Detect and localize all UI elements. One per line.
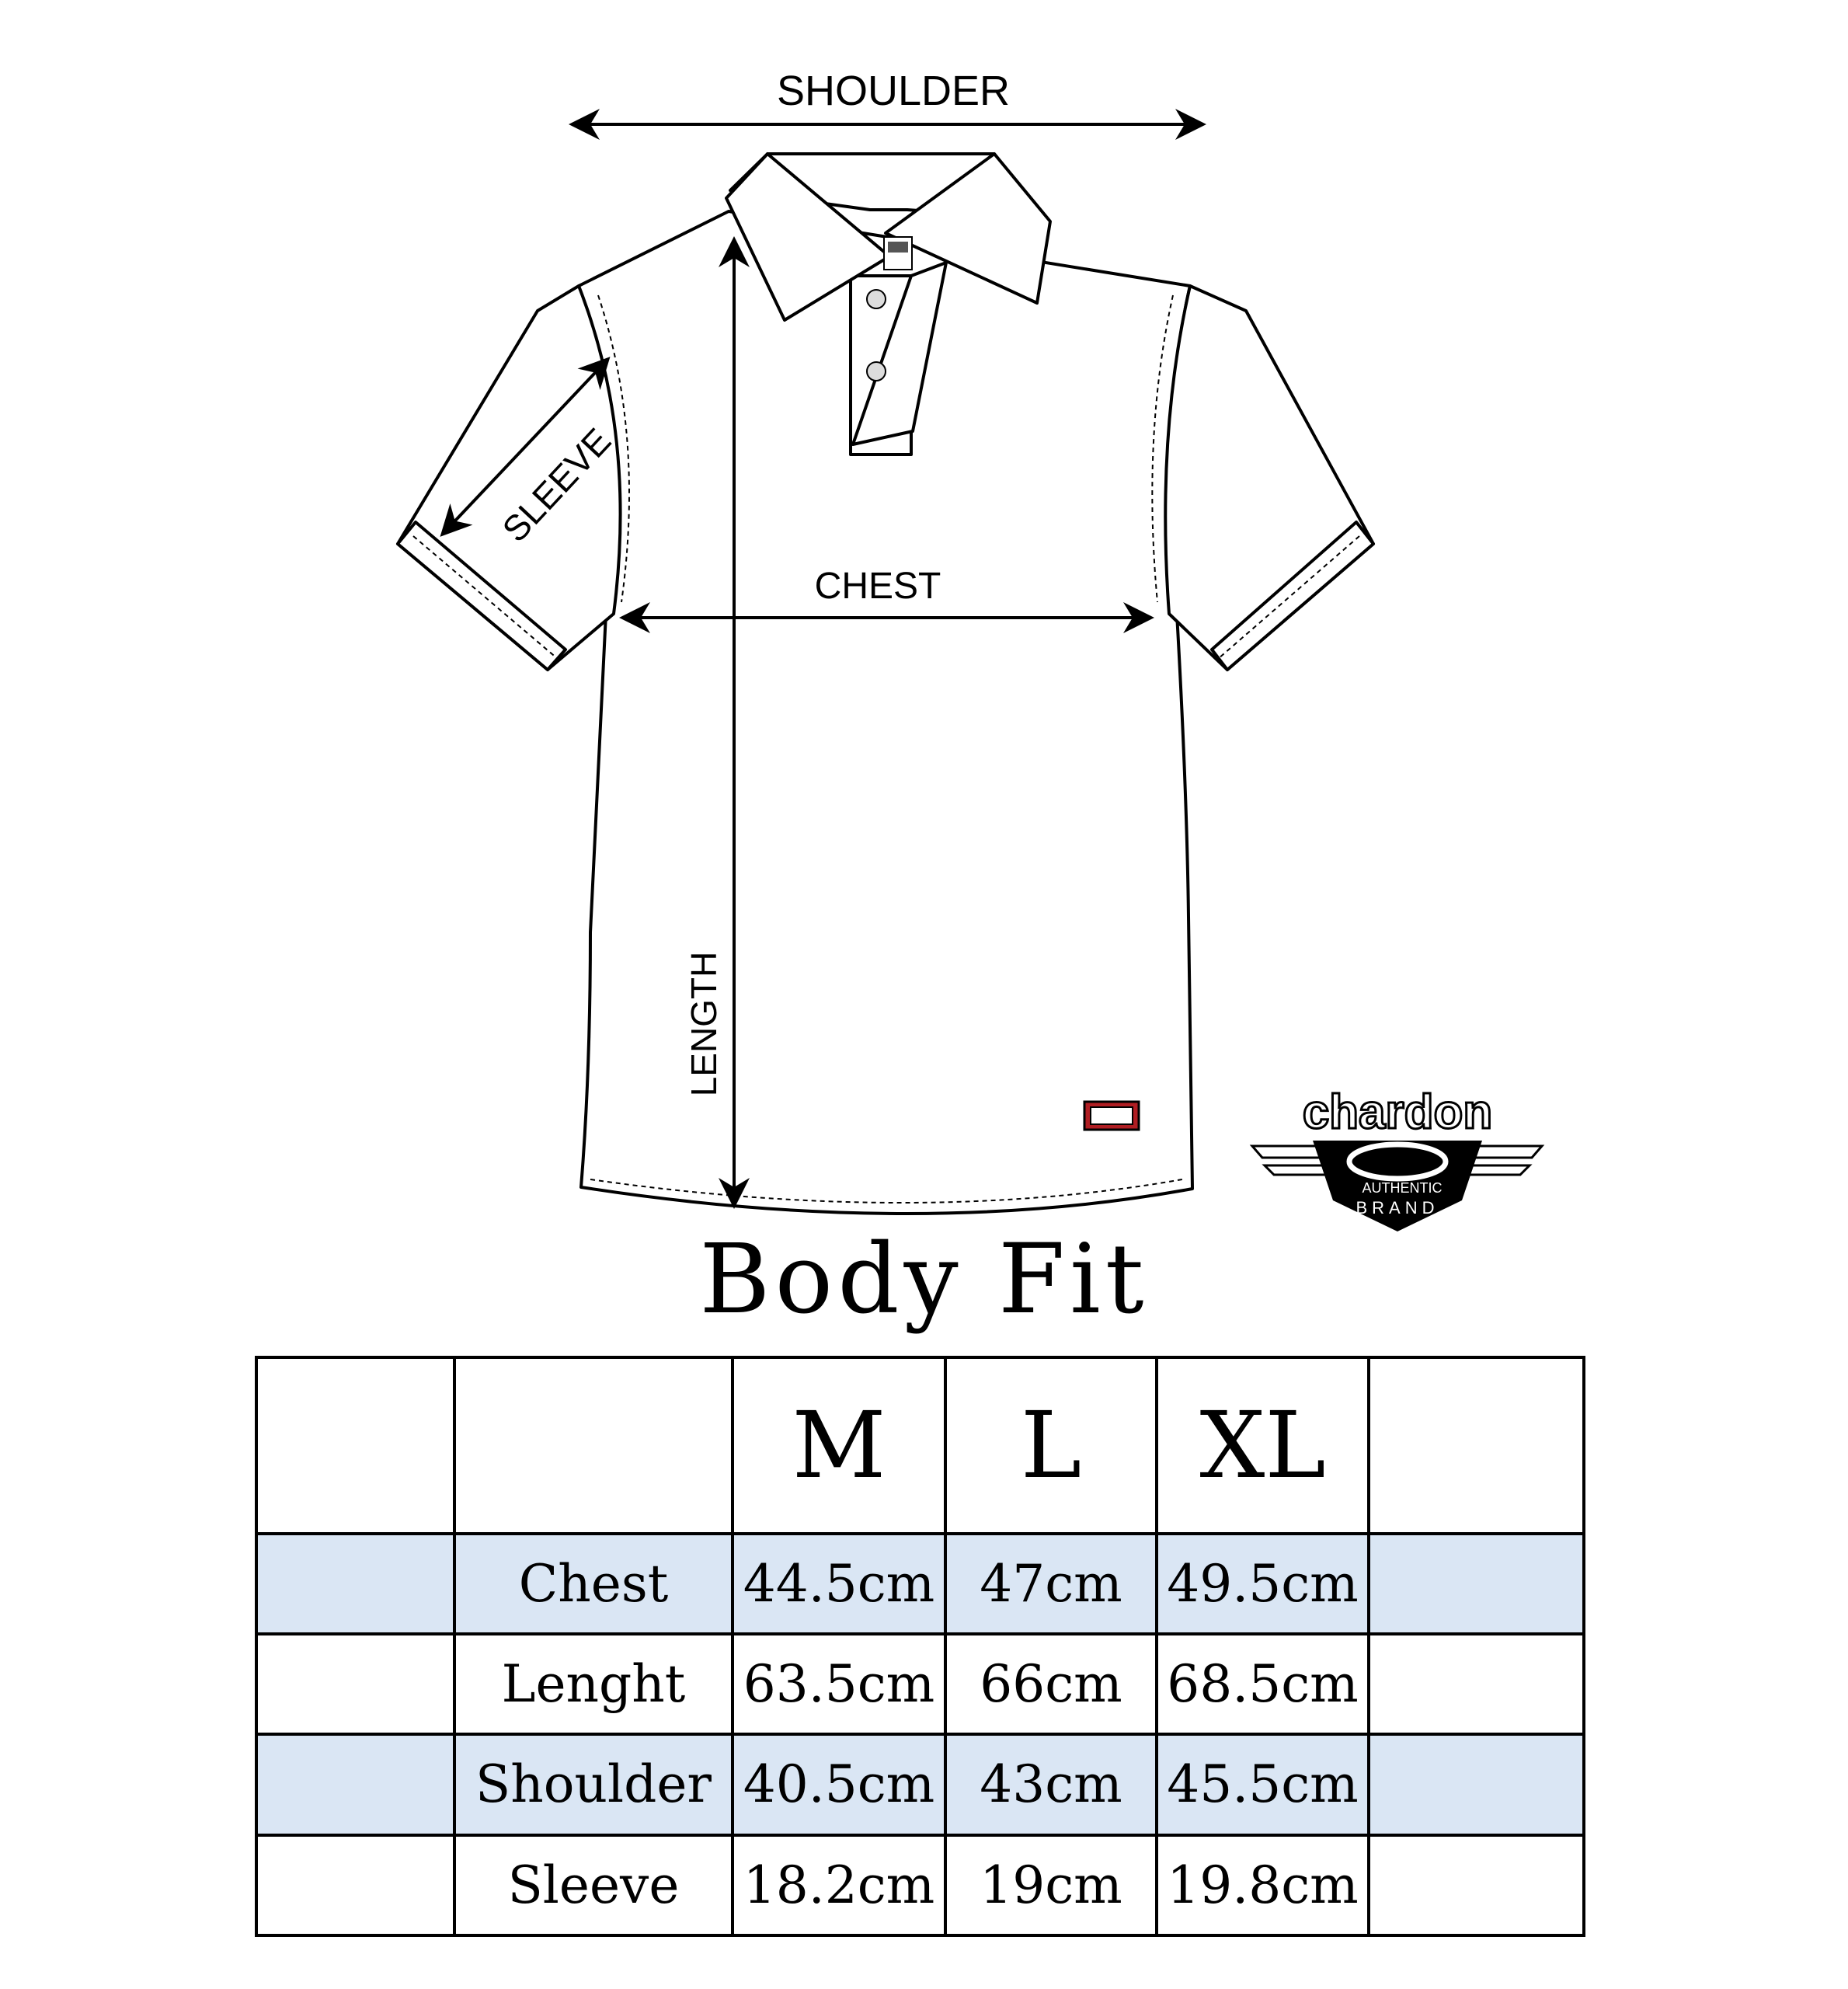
value-cell: 18.2cm	[731, 1833, 947, 1938]
value-cell: 68.5cm	[1155, 1632, 1370, 1736]
value-cell: 63.5cm	[731, 1632, 947, 1736]
table-cell-empty	[1367, 1531, 1585, 1636]
size-header: L	[944, 1356, 1158, 1535]
value-cell: 45.5cm	[1155, 1733, 1370, 1837]
length-label: LENGTH	[684, 952, 724, 1097]
table-cell-empty	[1367, 1356, 1585, 1535]
table-header-row: M L XL	[255, 1356, 1585, 1535]
chardon-logo: chardon AUTHENTIC BRAND	[1249, 1085, 1545, 1231]
value-cell: 49.5cm	[1155, 1531, 1370, 1636]
row-label: Lenght	[453, 1632, 734, 1736]
table-row: Lenght 63.5cm 66cm 68.5cm	[255, 1632, 1585, 1736]
placket-overlap	[851, 261, 948, 446]
hem-tag-icon	[1090, 1106, 1133, 1125]
table-row: Shoulder 40.5cm 43cm 45.5cm	[255, 1733, 1585, 1837]
table-cell-empty	[453, 1356, 734, 1535]
table-row: Chest 44.5cm 47cm 49.5cm	[255, 1531, 1585, 1636]
logo-brand: chardon	[1303, 1085, 1493, 1139]
polo-measurement-diagram: SHOULDER CHEST LENGTH SLEEVE chardon AUT…	[396, 68, 1545, 1231]
page-title: Body Fit	[699, 1224, 1149, 1336]
logo-swoosh-icon	[1346, 1141, 1449, 1182]
table-cell-empty	[1367, 1632, 1585, 1736]
table-row: Sleeve 18.2cm 19cm 19.8cm	[255, 1833, 1585, 1938]
logo-line2: BRAND	[1356, 1198, 1439, 1217]
button-icon	[866, 289, 886, 309]
table-cell-empty	[255, 1632, 456, 1736]
table-cell-empty	[255, 1833, 456, 1938]
size-header: XL	[1155, 1356, 1370, 1535]
value-cell: 44.5cm	[731, 1531, 947, 1636]
value-cell: 19.8cm	[1155, 1833, 1370, 1938]
value-cell: 40.5cm	[731, 1733, 947, 1837]
size-chart-table: M L XL Chest 44.5cm 47cm 49.5cm Lenght 6…	[255, 1356, 1585, 1938]
row-label: Shoulder	[453, 1733, 734, 1837]
stitch-lines	[412, 294, 1360, 1204]
table-cell-empty	[1367, 1733, 1585, 1837]
table-cell-empty	[255, 1733, 456, 1837]
row-label: Chest	[453, 1531, 734, 1636]
row-label: Sleeve	[453, 1833, 734, 1938]
value-cell: 19cm	[944, 1833, 1158, 1938]
logo-shield	[1313, 1141, 1482, 1231]
value-cell: 47cm	[944, 1531, 1158, 1636]
button-icon	[866, 361, 886, 381]
table-cell-empty	[255, 1356, 456, 1535]
table-cell-empty	[1367, 1833, 1585, 1938]
chest-label: CHEST	[815, 566, 941, 607]
shoulder-label: SHOULDER	[777, 68, 1010, 114]
value-cell: 66cm	[944, 1632, 1158, 1736]
table-cell-empty	[255, 1531, 456, 1636]
sleeve-arrow	[440, 357, 611, 537]
collar-right	[884, 152, 1052, 305]
size-header: M	[731, 1356, 947, 1535]
value-cell: 43cm	[944, 1733, 1158, 1837]
logo-line1: AUTHENTIC	[1363, 1180, 1443, 1196]
neck-label-icon	[888, 242, 908, 253]
polo-shirt-outline	[396, 152, 1375, 1215]
